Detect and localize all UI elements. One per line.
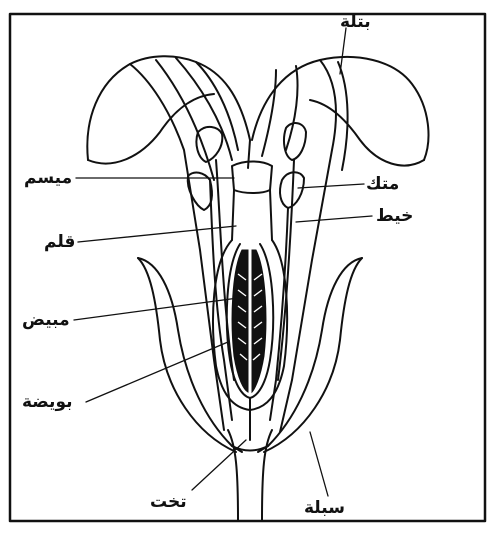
sepal-right (258, 258, 362, 452)
label-filament: خيط (376, 208, 413, 225)
label-style: قلم (44, 234, 75, 251)
label-stigma: ميسم (24, 170, 72, 187)
stamen-right (270, 123, 306, 420)
style-shape (232, 190, 272, 240)
label-ovary: مبيض (22, 312, 70, 329)
label-anther: متك (366, 176, 399, 193)
label-receptacle: تخت (150, 494, 187, 511)
label-sepal: سبلة (304, 500, 345, 517)
ovules (232, 250, 266, 392)
receptacle-stalk (228, 430, 272, 520)
anther-shape-left (196, 127, 222, 162)
label-ovule: بويضة (22, 394, 73, 411)
sepal-left (138, 258, 242, 452)
anther-shape-right (284, 123, 306, 160)
label-petal: بتلة (340, 14, 371, 31)
stigma-shape (232, 162, 272, 194)
